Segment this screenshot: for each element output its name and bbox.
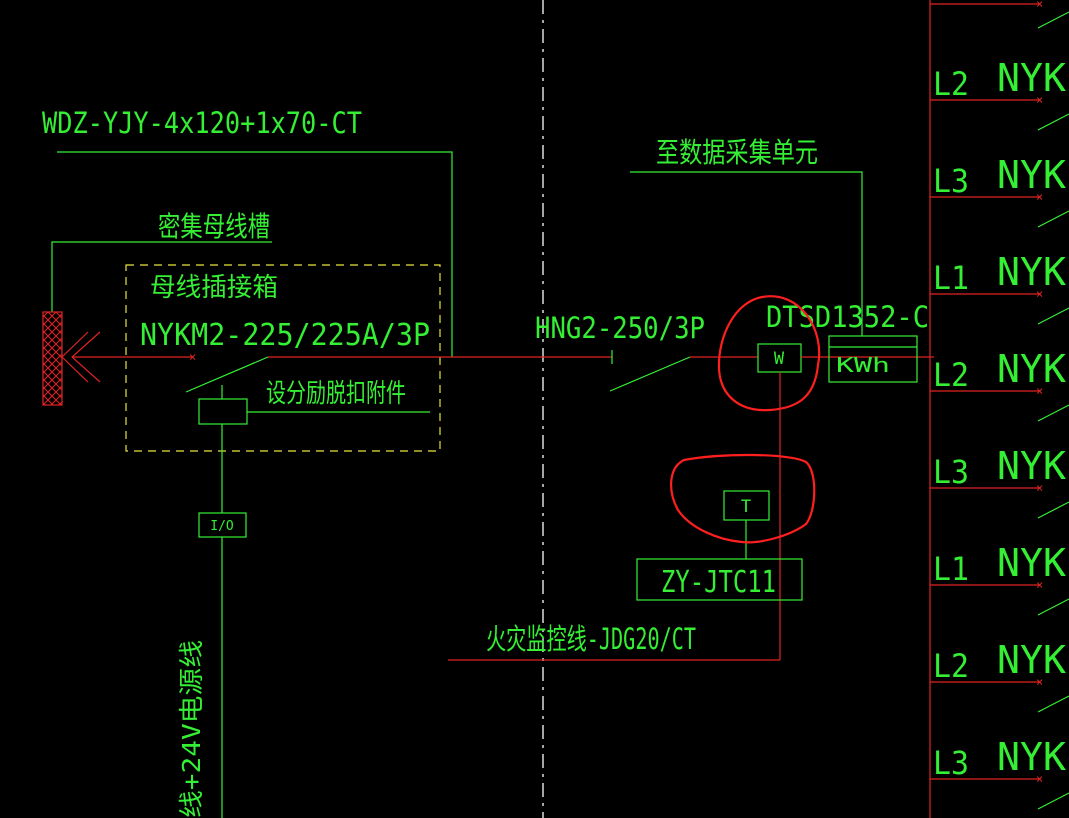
cable-spec-label: WDZ-YJY-4x120+1x70-CT (42, 106, 362, 140)
branch-breaker-blade[interactable] (1037, 695, 1069, 713)
branch-breaker-blade[interactable] (1037, 598, 1069, 616)
branch-circuit-4[interactable]: × L2 NYKE (930, 347, 1069, 422)
energy-meter-model: DTSD1352-C (766, 300, 929, 334)
branch-circuits: ×L2NYKE×L3NYKE×L1NYKE×L2NYKE×L3NYKE×L1NY… (930, 56, 1069, 810)
cable-leader-line (57, 151, 453, 357)
branch-breaker-blade[interactable] (1037, 501, 1069, 519)
branch-phase-label: L3 (933, 453, 969, 491)
busway-label: 密集母线槽 (158, 210, 270, 243)
branch-model-label: NYKE (997, 541, 1069, 585)
branch-circuit-2[interactable]: × L3 NYKE (930, 153, 1069, 228)
branch-circuit-3[interactable]: × L1 NYKE (930, 250, 1069, 325)
branch-model-label: NYKE (997, 347, 1069, 391)
shunt-trip-label: 设分励脱扣附件 (266, 379, 406, 409)
branch-cross-mark: × (1036, 93, 1043, 107)
branch-circuit-8[interactable]: × L3 NYKE (930, 735, 1069, 810)
branch-breaker-blade[interactable] (1037, 307, 1069, 325)
energy-meter-unit: KWh (836, 353, 890, 377)
branch-model-label: NYKE (997, 735, 1069, 779)
bus-top-breaker (1037, 11, 1069, 29)
branch-circuit-5[interactable]: × L3 NYKE (930, 444, 1069, 519)
monitor-module-box[interactable] (636, 558, 803, 601)
branch-breaker-blade[interactable] (1037, 792, 1069, 810)
data-unit-leader (630, 171, 863, 336)
branch-model-label: NYKE (997, 250, 1069, 294)
bus-top-cross: × (1036, 0, 1043, 11)
branch-cross-mark: × (1036, 772, 1043, 786)
busway-hatch-symbol (42, 311, 63, 406)
branch-breaker-blade[interactable] (1037, 404, 1069, 422)
disconnect-cross-mark: × (189, 350, 196, 364)
temperature-sensor-label: T (741, 497, 751, 517)
branch-circuit-6[interactable]: × L1 NYKE (930, 541, 1069, 616)
branch-phase-label: L2 (933, 65, 969, 103)
branch-cross-mark: × (1036, 384, 1043, 398)
branch-circuit-7[interactable]: × L2 NYKE (930, 638, 1069, 713)
branch-phase-label: L1 (933, 259, 969, 297)
branch-phase-label: L3 (933, 162, 969, 200)
plug-arrow-inner (61, 331, 89, 383)
io-module-label: I/O (210, 519, 234, 534)
monitor-module-label: ZY-JTC11 (661, 565, 776, 600)
fire-line-label: 火灾监控线-JDG20/CT (486, 622, 696, 656)
energy-meter-box[interactable] (828, 335, 918, 383)
branch-breaker-blade[interactable] (1037, 113, 1069, 131)
shunt-trip-coil[interactable] (198, 398, 248, 425)
branch-model-label: NYKE (997, 56, 1069, 100)
branch-phase-label: L2 (933, 647, 969, 685)
branch-model-label: NYKE (997, 444, 1069, 488)
branch-cross-mark: × (1036, 675, 1043, 689)
branch-circuit-1[interactable]: × L2 NYKE (930, 56, 1069, 131)
branch-phase-label: L3 (933, 744, 969, 782)
data-unit-label: 至数据采集单元 (656, 136, 818, 169)
power-line-label: 线+24V电源线 (177, 640, 206, 818)
power-transducer-label: W (774, 349, 785, 369)
branch-phase-label: L2 (933, 356, 969, 394)
branch-cross-mark: × (1036, 578, 1043, 592)
branch-phase-label: L1 (933, 550, 969, 588)
plug-box-breaker-contact (185, 356, 269, 393)
branch-cross-mark: × (1036, 190, 1043, 204)
busway-leader-line (51, 241, 272, 312)
markup-cloud-transducer (717, 295, 821, 412)
isolator-switch-blade[interactable] (609, 356, 691, 392)
branch-model-label: NYKE (997, 153, 1069, 197)
branch-breaker-blade[interactable] (1037, 210, 1069, 228)
plug-box-title: 母线插接箱 (150, 273, 278, 303)
switch-label: HNG2-250/3P (535, 311, 705, 345)
branch-cross-mark: × (1036, 481, 1043, 495)
plug-box-frame[interactable] (125, 264, 441, 452)
branch-model-label: NYKE (997, 638, 1069, 682)
plug-box-model: NYKM2-225/225A/3P (140, 318, 430, 353)
branch-cross-mark: × (1036, 287, 1043, 301)
markup-cloud-sensor (670, 453, 816, 544)
